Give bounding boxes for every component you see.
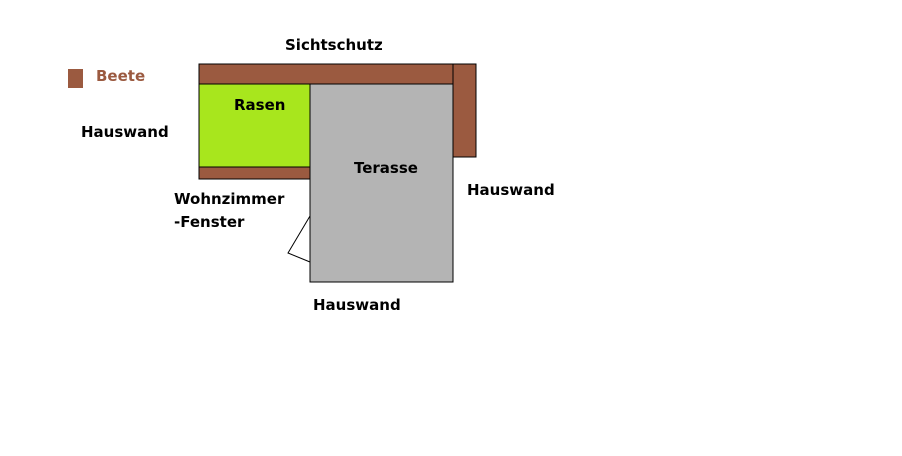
bed-right xyxy=(452,63,477,158)
label-house-wall-bottom: Hauswand xyxy=(313,296,401,314)
label-terrace: Terasse xyxy=(354,159,418,177)
label-privacy-screen: Sichtschutz xyxy=(285,36,383,54)
label-house-wall-left: Hauswand xyxy=(81,123,169,141)
label-house-wall-right: Hauswand xyxy=(467,181,555,199)
bed-bottom xyxy=(198,166,311,180)
label-window-line2: -Fenster xyxy=(174,213,245,231)
bed-top xyxy=(198,63,477,85)
label-window-line1: Wohnzimmer xyxy=(174,190,285,208)
terrace-area xyxy=(309,83,454,283)
label-lawn: Rasen xyxy=(234,96,286,114)
window-casement xyxy=(287,215,311,263)
legend-label-beds: Beete xyxy=(96,67,146,85)
legend-swatch-beds xyxy=(68,69,83,88)
